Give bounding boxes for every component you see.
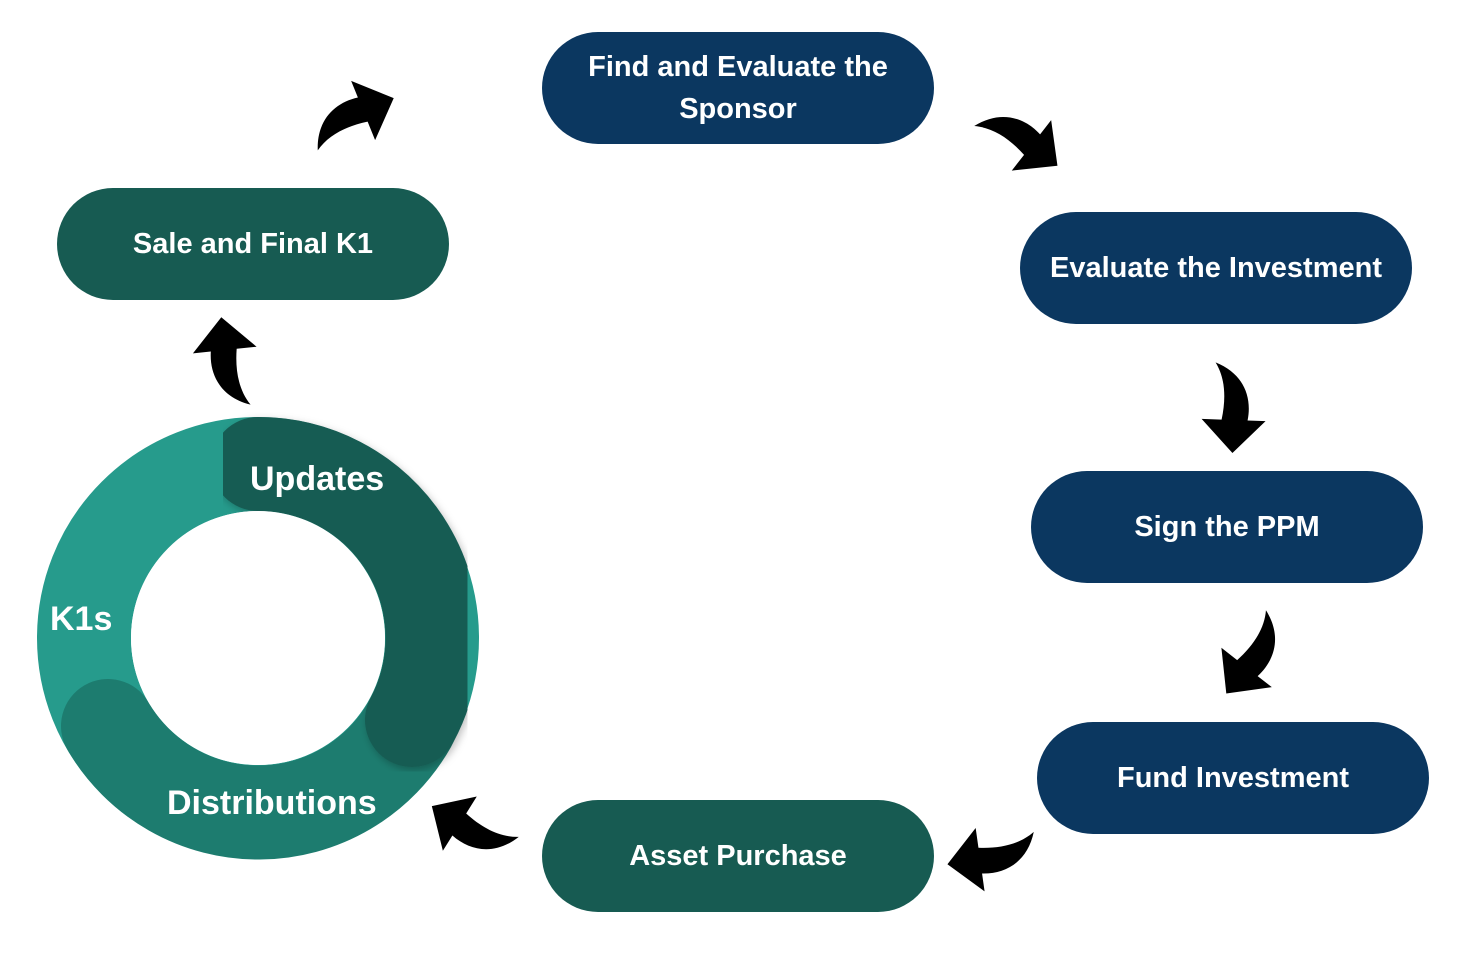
step-sale-final-k1-label: Sale and Final K1 <box>132 228 374 260</box>
curved-arrow-icon <box>966 85 1078 191</box>
curved-arrow-icon <box>298 68 406 162</box>
step-find-sponsor-label: Find and Evaluate the Sponsor <box>588 51 888 125</box>
cycle-k1s-label: K1s <box>50 600 113 638</box>
curved-arrow-icon <box>942 820 1042 896</box>
curved-arrow-icon <box>189 313 263 411</box>
ring-center <box>131 511 385 765</box>
step-sign-ppm-label: Sign the PPM <box>1134 511 1320 543</box>
step-find-sponsor: Find and Evaluate the Sponsor <box>542 32 934 144</box>
step-fund-investment: Fund Investment <box>1037 722 1429 834</box>
ring-distributions-segment <box>61 677 457 860</box>
curved-arrow-icon <box>414 779 526 881</box>
step-asset-purchase-label: Asset Purchase <box>629 840 847 872</box>
ring-updates-segment <box>211 416 480 767</box>
step-sale-final-k1: Sale and Final K1 <box>57 188 449 300</box>
step-fund-investment-label: Fund Investment <box>1116 762 1349 794</box>
step-sign-ppm: Sign the PPM <box>1031 471 1423 583</box>
step-asset-purchase: Asset Purchase <box>542 800 934 912</box>
curved-arrow-icon <box>1201 602 1307 714</box>
step-evaluate-investment: Evaluate the Investment <box>1020 212 1412 324</box>
cycle-ring <box>37 416 480 860</box>
cycle-distributions-label: Distributions <box>167 784 377 822</box>
cycle-updates-label: Updates <box>250 460 385 498</box>
step-evaluate-investment-label: Evaluate the Investment <box>1050 252 1382 284</box>
curved-arrow-icon <box>1200 361 1268 455</box>
